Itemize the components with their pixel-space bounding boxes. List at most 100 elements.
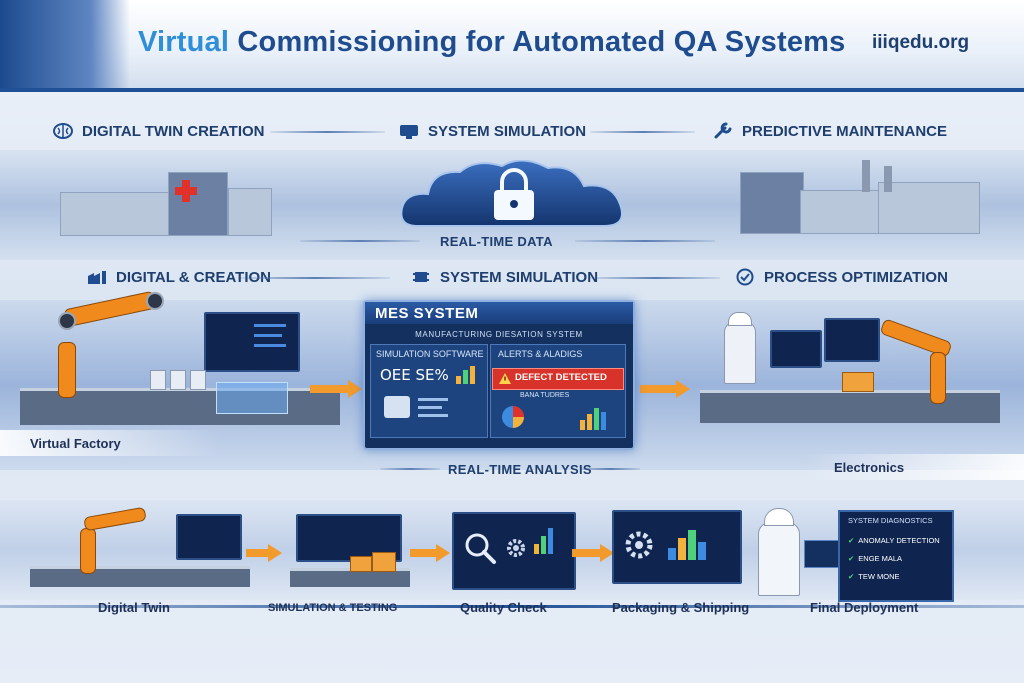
factory-monitor: [204, 312, 300, 372]
header-left-band: [0, 0, 130, 88]
bottle: [190, 370, 206, 390]
hardhat-icon: [728, 312, 752, 326]
step1-screen: [176, 514, 242, 560]
arrow-right: [268, 544, 282, 562]
metric-oee: OEE SE%: [380, 366, 449, 384]
step3-screen: [452, 512, 576, 590]
flow-line-left: [300, 240, 420, 242]
arrow-shaft: [246, 549, 270, 557]
bottle: [170, 370, 186, 390]
alert-bar-chart: [580, 406, 606, 430]
workstation-screen-2: [824, 318, 880, 362]
check-circle-icon: [736, 268, 754, 286]
stage-system-simulation: SYSTEM SIMULATION: [398, 122, 586, 140]
alert-subtext: BANA TUDRES: [520, 392, 570, 399]
arrow-right: [348, 380, 362, 398]
robot-arm-small: [80, 528, 96, 574]
building-left-2: [228, 188, 272, 236]
chimney: [884, 166, 892, 192]
bottle: [150, 370, 166, 390]
label-plate: [0, 430, 220, 456]
factory-building-2: [800, 190, 882, 234]
simulation-software-pane: [370, 344, 488, 438]
machine-icon: [384, 396, 410, 418]
title-accent: Virtual: [138, 26, 230, 58]
arrow-right: [436, 544, 450, 562]
stage-label: PROCESS OPTIMIZATION: [764, 268, 948, 286]
step4-bar-chart: [668, 526, 706, 560]
box: [842, 372, 874, 392]
data-line: [418, 406, 442, 409]
flow-line: [380, 468, 440, 470]
stage-predictive-maintenance: PREDICTIVE MAINTENANCE: [712, 122, 947, 140]
connector-line: [590, 131, 695, 133]
box: [350, 556, 372, 572]
pie-chart-icon: [502, 406, 524, 428]
technician: [724, 322, 756, 384]
page-title: Virtual Commissioning for Automated QA S…: [138, 26, 845, 59]
stage-label: DIGITAL TWIN CREATION: [82, 122, 265, 140]
box: [372, 552, 396, 572]
warning-icon: [499, 373, 511, 384]
pane-label-alerts: ALERTS & ALADIGS: [498, 349, 583, 359]
tablet: [804, 540, 840, 568]
diagnostics-header: SYSTEM DIAGNOSTICS: [848, 516, 933, 525]
header-banner: Virtual Commissioning for Automated QA S…: [0, 0, 1024, 92]
digital-cube: [216, 382, 288, 414]
title-rest: Commissioning for Automated QA Systems: [237, 26, 846, 58]
defect-alert: DEFECT DETECTED: [492, 368, 624, 390]
step-final-deployment: Final Deployment: [810, 600, 919, 615]
chip-icon: [413, 272, 429, 282]
alert-text: DEFECT DETECTED: [515, 372, 607, 383]
data-line: [418, 398, 448, 401]
robot-arm-base: [58, 342, 76, 398]
stage-label: DIGITAL & CREATION: [116, 268, 271, 286]
step-packaging-shipping: Packaging & Shipping: [612, 600, 750, 615]
label-plate: [804, 454, 1024, 480]
robot-joint: [146, 292, 164, 310]
arrow-shaft: [640, 385, 678, 393]
mini-bar-chart: [456, 366, 475, 384]
factory-building-3: [878, 182, 980, 234]
stage-label: SYSTEM SIMULATION: [428, 122, 587, 140]
connector-line: [270, 131, 385, 133]
stage-label: SYSTEM SIMULATION: [440, 268, 599, 286]
magnifier-icon: [465, 533, 496, 564]
monitor-icon: [400, 125, 418, 139]
step1-table: [30, 566, 250, 587]
stage-system-simulation-2: SYSTEM SIMULATION: [410, 268, 598, 286]
gear-icon: [507, 539, 525, 557]
label-electronics: Electronics: [834, 460, 905, 475]
wrench-icon: [714, 122, 732, 139]
timeline-line: [0, 605, 1024, 608]
factory-icon: [88, 271, 106, 284]
arrow-shaft: [310, 385, 350, 393]
mes-title: MES SYSTEM: [375, 305, 479, 322]
check-icon: ✔: [848, 536, 855, 545]
hospital-building: [168, 172, 228, 236]
flow-line-right: [575, 240, 715, 242]
stage-label: PREDICTIVE MAINTENANCE: [742, 122, 948, 140]
diagnostics-item: ✔ENGE MALA: [848, 554, 903, 563]
arrow-shaft: [410, 549, 438, 557]
step-digital-twin: Digital Twin: [98, 600, 170, 615]
arrow-right: [600, 544, 614, 562]
cloud-lock: [400, 160, 623, 227]
robot-arm-right-base: [930, 352, 946, 404]
connector-line: [240, 277, 390, 279]
label-virtual-factory: Virtual Factory: [30, 436, 121, 451]
connector-line: [590, 277, 720, 279]
flow-label-realtime-analysis: REAL-TIME ANALYSIS: [448, 462, 592, 477]
stage-digital-creation: DIGITAL & CREATION: [86, 268, 271, 286]
stage-digital-twin-creation: DIGITAL TWIN CREATION: [52, 122, 264, 140]
flow-label-realtime-data: REAL-TIME DATA: [440, 234, 553, 249]
check-icon: ✔: [848, 554, 855, 563]
engineer: [758, 522, 800, 596]
diagnostics-item: ✔TEW MONE: [848, 572, 900, 581]
mes-header: [365, 302, 633, 324]
flow-line: [580, 468, 640, 470]
step3-bar-chart: [534, 528, 553, 554]
mes-subtitle: MANUFACTURING DIESATION SYSTEM: [415, 330, 583, 339]
arrow-shaft: [572, 549, 602, 557]
